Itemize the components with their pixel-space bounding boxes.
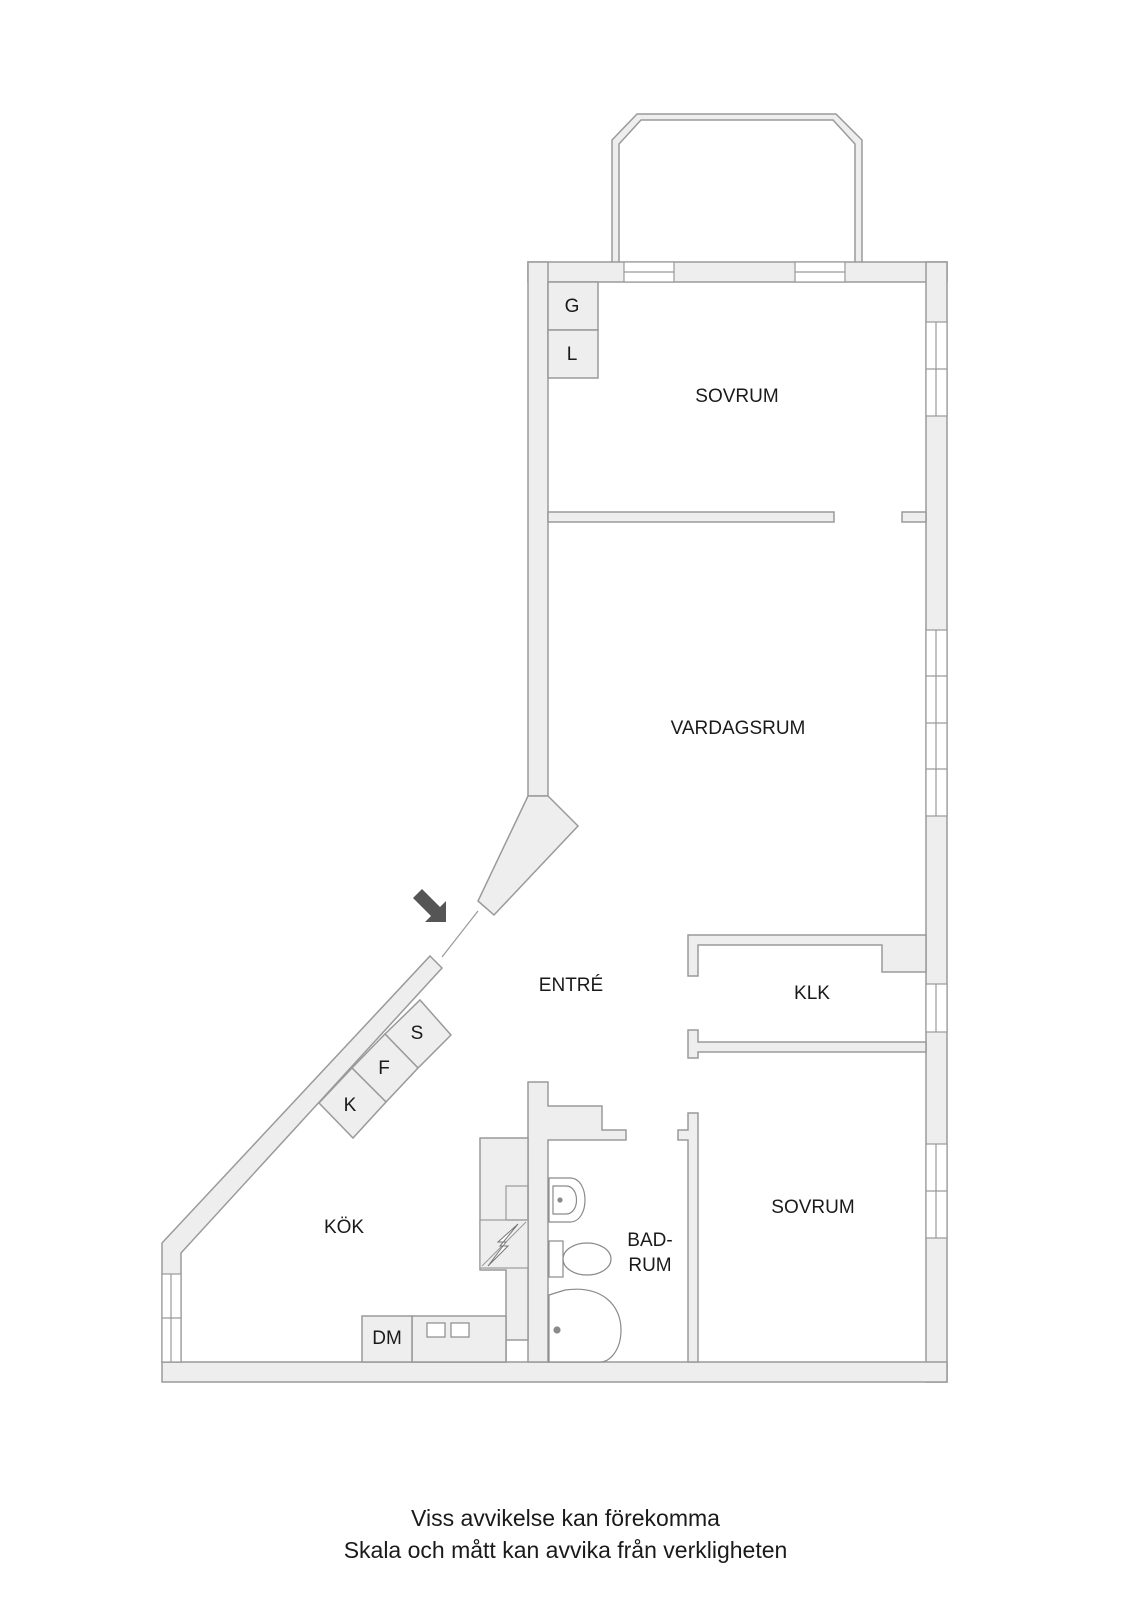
fixture-label-g: G: [565, 296, 580, 317]
fixture-label-f: F: [378, 1058, 390, 1079]
toilet-tank: [548, 1240, 564, 1278]
room-badrum-line1: BAD-: [627, 1230, 672, 1251]
wall-klk-top: [687, 934, 927, 977]
fixture-label-s: S: [411, 1023, 424, 1044]
room-sovrum-bottom: SOVRUM: [771, 1197, 854, 1218]
room-vardagsrum: VARDAGSRUM: [671, 718, 806, 739]
cabinet-l: [547, 329, 599, 379]
counter-panel: [505, 1185, 529, 1221]
stove-burner-1: [426, 1322, 446, 1338]
toilet-icon: [562, 1242, 612, 1276]
wall-diagonal-upper: [477, 795, 580, 917]
stove-burner-2: [450, 1322, 470, 1338]
cabinet-g: [547, 281, 599, 331]
shower-icon: [548, 1288, 622, 1363]
fixture-label-dm: DM: [372, 1328, 402, 1349]
disclaimer-line-1: Viss avvikelse kan förekomma: [411, 1505, 720, 1531]
fixture-k: [317, 1066, 388, 1140]
wall-bad-sovrum: [677, 1112, 699, 1363]
wall-diagonal-lower: [161, 954, 444, 1363]
disclaimer-line-2: Skala och mått kan avvika från verklighe…: [343, 1537, 788, 1563]
wall-south: [161, 1361, 948, 1383]
wall-west-upper: [527, 261, 549, 797]
balcony: [611, 113, 863, 266]
fixture-label-k: K: [344, 1095, 357, 1116]
wall-kok-bad: [527, 1081, 627, 1363]
wall-sovrum-vardagsrum-1: [547, 511, 835, 523]
room-klk: KLK: [794, 983, 830, 1004]
room-sovrum-top: SOVRUM: [695, 386, 778, 407]
wall-klk-bottom: [687, 1029, 927, 1059]
dishwasher: [361, 1315, 413, 1363]
room-kok: KÖK: [324, 1217, 364, 1238]
lightning-icon: [479, 1219, 529, 1269]
wall-north: [527, 261, 948, 283]
room-badrum-line2: RUM: [628, 1255, 671, 1276]
wall-sovrum-vardagsrum-2: [901, 511, 927, 523]
entrance-arrow-icon: [413, 889, 446, 922]
door-entrance-line: [441, 910, 479, 958]
room-entre: ENTRÉ: [539, 975, 603, 996]
fixture-label-l: L: [567, 344, 578, 365]
